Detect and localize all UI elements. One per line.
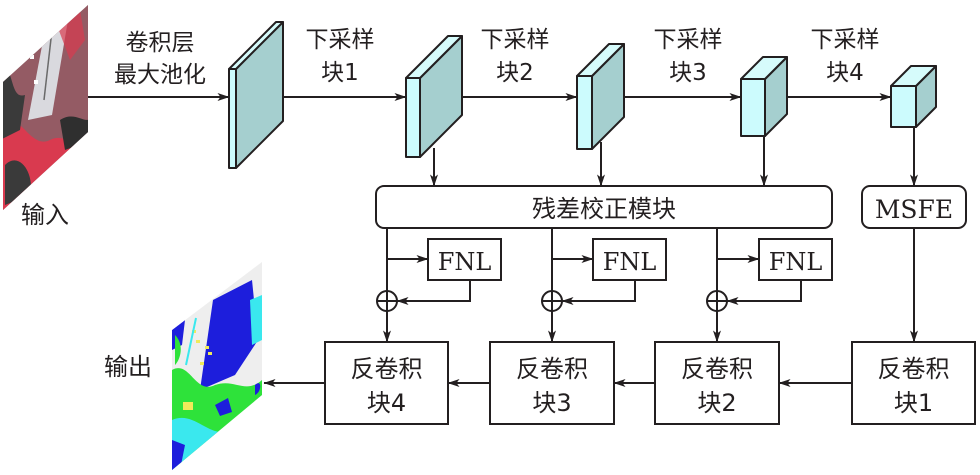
- skip-branch-2: FNL: [541, 228, 667, 343]
- deconv-block-2: 反卷积 块2: [654, 341, 780, 425]
- input-label: 输入: [21, 201, 69, 229]
- output-segmentation-image: [172, 262, 262, 470]
- downsample-1-label-line1: 下采样: [306, 27, 375, 53]
- block-front-face: [576, 75, 593, 150]
- downsample-3-label-line2: 块3: [669, 60, 707, 86]
- block-front-face: [228, 68, 237, 169]
- stem-label-line2: 最大池化: [114, 62, 206, 88]
- downsample-1-label-line2: 块1: [321, 60, 359, 86]
- deconv-3-label-line2: 块3: [532, 389, 571, 417]
- deconv-1-label-line1: 反卷积: [878, 355, 950, 383]
- downsample-2-label-line2: 块2: [496, 60, 534, 86]
- downsample-4-label-line1: 下采样: [811, 27, 880, 53]
- downsample-2-label-line1: 下采样: [481, 27, 550, 53]
- fnl-box-1: [427, 238, 502, 281]
- downsample-4-feature-block: [890, 65, 937, 128]
- residual-correction-module: [375, 185, 833, 229]
- skip-branch-3: FNL: [706, 228, 833, 343]
- block-front-face: [740, 78, 766, 137]
- deconv-3-label-line1: 反卷积: [516, 355, 588, 383]
- fnl-box-2: [592, 238, 667, 281]
- deconv-block-4: 反卷积 块4: [324, 341, 449, 425]
- output-label: 输出: [104, 353, 152, 381]
- deconv-2-label-line1: 反卷积: [681, 355, 753, 383]
- fnl-label-3: FNL: [769, 248, 823, 276]
- encoder-feature-blocks: [228, 21, 937, 169]
- stem-feature-block: [228, 21, 284, 169]
- msfe-label: MSFE: [875, 195, 953, 224]
- deconv-4-label-line1: 反卷积: [351, 355, 423, 383]
- stem-label-line1: 卷积层: [126, 30, 195, 56]
- deconv-1-label-line2: 块1: [894, 389, 933, 417]
- block-front-face: [890, 85, 917, 128]
- downsample-4-label-line2: 块4: [826, 60, 864, 86]
- downsample-3-feature-block: [740, 56, 788, 137]
- input-image: [3, 5, 88, 210]
- downsample-2-feature-block: [576, 43, 625, 150]
- downsample-3-label-line1: 下采样: [654, 27, 723, 53]
- fnl-box-3: [758, 238, 833, 281]
- residual-correction-module-label: 残差校正模块: [532, 195, 676, 223]
- block-front-face: [405, 77, 421, 158]
- deconv-4-label-line2: 块4: [367, 389, 406, 417]
- fnl-label-1: FNL: [438, 248, 492, 276]
- deconv-block-3: 反卷积 块3: [489, 341, 615, 425]
- skip-branch-1: FNL: [376, 228, 502, 343]
- deconv-2-label-line2: 块2: [697, 389, 736, 417]
- downsample-1-feature-block: [405, 35, 463, 158]
- fnl-label-2: FNL: [603, 248, 657, 276]
- deconv-block-1: 反卷积 块1: [851, 341, 976, 425]
